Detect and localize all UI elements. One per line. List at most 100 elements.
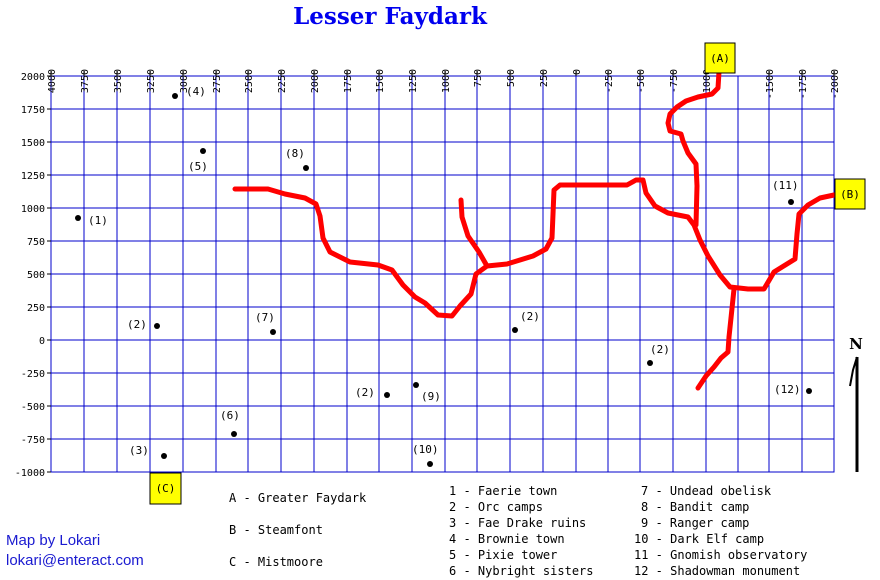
x-tick-label: 2500 bbox=[244, 69, 255, 93]
x-tick-label: 2250 bbox=[277, 69, 288, 93]
poi-label: (10) bbox=[412, 443, 439, 456]
poi-dot[interactable] bbox=[154, 323, 160, 329]
y-tick-label: -250 bbox=[21, 369, 45, 380]
poi-label: (11) bbox=[772, 179, 799, 192]
poi-label: (1) bbox=[88, 214, 108, 227]
y-tick-label: 1000 bbox=[21, 204, 45, 215]
legend-zone-a: A - Greater Faydark bbox=[229, 491, 367, 505]
x-tick-label: 3000 bbox=[179, 69, 190, 93]
zone-marker-box[interactable] bbox=[834, 178, 866, 210]
x-tick-label: -1500 bbox=[765, 69, 776, 99]
route-south-branch bbox=[695, 286, 737, 391]
legend-item-11: 11 - Gnomish observatory bbox=[634, 548, 807, 562]
y-tick-label: 250 bbox=[27, 303, 45, 314]
x-tick-label: -1750 bbox=[798, 69, 809, 99]
x-tick-label: 0 bbox=[572, 69, 583, 75]
y-tick-label: 500 bbox=[27, 270, 45, 281]
x-tick-label: 2750 bbox=[212, 69, 223, 93]
poi-label: (4) bbox=[186, 85, 206, 98]
poi-label: (2) bbox=[355, 386, 375, 399]
poi-dot[interactable] bbox=[270, 329, 276, 335]
legend-item-1: 1 - Faerie town bbox=[449, 484, 557, 498]
route-main bbox=[232, 177, 837, 319]
zone-marker-c[interactable]: (C) bbox=[149, 472, 182, 505]
poi-dot[interactable] bbox=[413, 382, 419, 388]
poi-dot[interactable] bbox=[647, 360, 653, 366]
zone-markers: (A) (B) (C) bbox=[149, 42, 866, 505]
y-tick-label: 1250 bbox=[21, 171, 45, 182]
poi-label: (7) bbox=[255, 311, 275, 324]
x-tick-label: 1000 bbox=[441, 69, 452, 93]
x-tick-label: -1000 bbox=[702, 69, 713, 99]
x-tick-label: -500 bbox=[636, 69, 647, 93]
map-grid bbox=[50, 75, 835, 473]
legend-item-2: 2 - Orc camps bbox=[449, 500, 543, 514]
poi-dot[interactable] bbox=[512, 327, 518, 333]
y-tick-label: 2000 bbox=[21, 72, 45, 83]
poi-dot[interactable] bbox=[384, 392, 390, 398]
legend-zone-c: C - Mistmoore bbox=[229, 555, 323, 569]
x-tick-label: -250 bbox=[604, 69, 615, 93]
legend-item-9: 9 - Ranger camp bbox=[641, 516, 749, 530]
legend-zone-b: B - Steamfont bbox=[229, 523, 323, 537]
y-tick-label: 0 bbox=[39, 336, 45, 347]
x-tick-label: -2000 bbox=[830, 69, 841, 99]
y-tick-label: 750 bbox=[27, 237, 45, 248]
poi-label: (9) bbox=[421, 390, 441, 403]
poi-dot[interactable] bbox=[303, 165, 309, 171]
zone-marker-a[interactable]: (A) bbox=[704, 42, 736, 74]
poi-dot[interactable] bbox=[806, 388, 812, 394]
x-tick-label: 4000 bbox=[47, 69, 58, 93]
map-title: Lesser Faydark bbox=[293, 3, 488, 30]
x-tick-label: 500 bbox=[506, 69, 517, 87]
poi-label: (12) bbox=[774, 383, 801, 396]
poi-label: (3) bbox=[129, 444, 149, 457]
legend-item-4: 4 - Brownie town bbox=[449, 532, 565, 546]
poi-dot[interactable] bbox=[172, 93, 178, 99]
points-of-interest: (1)(4)(5)(8)(2)(7)(2)(2)(9)(6)(3)(10)(2)… bbox=[75, 85, 812, 467]
poi-dot[interactable] bbox=[427, 461, 433, 467]
legend-item-7: 7 - Undead obelisk bbox=[641, 484, 772, 498]
zone-marker-b[interactable]: (B) bbox=[834, 178, 866, 210]
legend-item-8: 8 - Bandit camp bbox=[641, 500, 749, 514]
x-tick-label: 2000 bbox=[310, 69, 321, 93]
poi-label: (8) bbox=[285, 147, 305, 160]
legend-item-3: 3 - Fae Drake ruins bbox=[449, 516, 586, 530]
credit-email[interactable]: lokari@enteract.com bbox=[6, 552, 144, 569]
y-tick-label: 1500 bbox=[21, 138, 45, 149]
x-tick-label: 3250 bbox=[146, 69, 157, 93]
x-tick-label: -750 bbox=[669, 69, 680, 93]
legend: A - Greater Faydark B - Steamfont C - Mi… bbox=[229, 484, 807, 578]
zone-marker-box[interactable] bbox=[704, 42, 736, 74]
compass: N bbox=[849, 335, 863, 472]
route-north-branch bbox=[665, 69, 722, 228]
legend-item-5: 5 - Pixie tower bbox=[449, 548, 557, 562]
poi-label: (6) bbox=[220, 409, 240, 422]
zone-marker-box[interactable] bbox=[149, 472, 182, 505]
x-tick-label: 1250 bbox=[408, 69, 419, 93]
x-tick-label: 250 bbox=[539, 69, 550, 87]
y-tick-label: -500 bbox=[21, 402, 45, 413]
zone-marker-label: (C) bbox=[156, 482, 176, 495]
poi-dot[interactable] bbox=[788, 199, 794, 205]
poi-label: (5) bbox=[188, 160, 208, 173]
credits: Map by Lokari lokari@enteract.com bbox=[6, 532, 144, 569]
poi-label: (2) bbox=[127, 318, 147, 331]
x-tick-label: 3750 bbox=[80, 69, 91, 93]
zone-marker-label: (A) bbox=[710, 52, 730, 65]
route-spur bbox=[458, 197, 490, 269]
x-tick-label: 3500 bbox=[113, 69, 124, 93]
poi-dot[interactable] bbox=[75, 215, 81, 221]
poi-dot[interactable] bbox=[161, 453, 167, 459]
y-axis-ticks: 2000 1750 1500 1250 1000 750 500 250 0 -250 -500 -7… bbox=[15, 72, 51, 479]
y-tick-label: -750 bbox=[21, 435, 45, 446]
legend-item-6: 6 - Nybright sisters bbox=[449, 564, 594, 578]
y-tick-label: 1750 bbox=[21, 105, 45, 116]
credit-author: Map by Lokari bbox=[6, 532, 100, 549]
poi-dot[interactable] bbox=[200, 148, 206, 154]
x-tick-label: 1750 bbox=[343, 69, 354, 93]
poi-dot[interactable] bbox=[231, 431, 237, 437]
route-paths bbox=[232, 69, 837, 391]
